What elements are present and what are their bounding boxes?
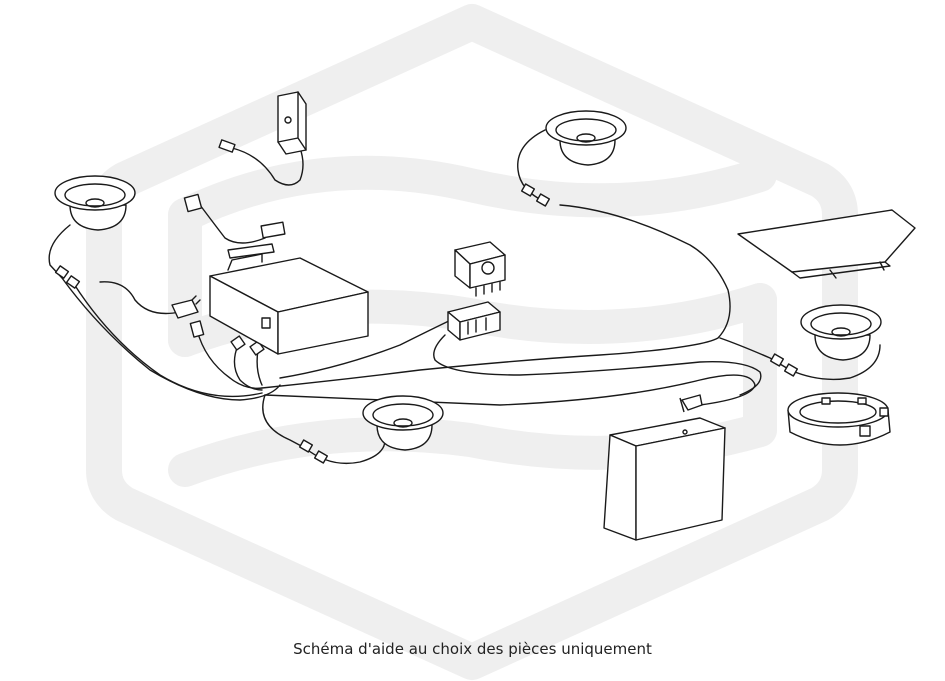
plug-front-2 <box>313 450 329 464</box>
wire-rear-speaker-right <box>719 337 881 381</box>
remote-plug <box>218 139 236 153</box>
antenna-adapter <box>171 295 201 319</box>
plug-left-1 <box>54 265 70 279</box>
head-unit-connector <box>447 241 506 341</box>
speaker-left <box>54 175 136 231</box>
plug-top-2 <box>535 193 551 207</box>
ground-module <box>183 193 286 259</box>
plug-amp-1 <box>189 320 205 338</box>
plug-amp-2 <box>230 335 246 351</box>
wire-ground-module <box>199 204 266 244</box>
wire-remote-module <box>231 147 304 186</box>
plug-right-2 <box>783 363 799 377</box>
wire-amp-bundle-c <box>256 349 263 386</box>
inline-connectors <box>54 183 799 464</box>
remote-module <box>218 91 307 155</box>
watermark-s-top <box>168 155 777 232</box>
speaker-mounting-ring <box>787 392 891 446</box>
speaker-right <box>800 304 882 361</box>
plug-subwoofer <box>679 394 703 413</box>
plug-top-1 <box>520 183 536 197</box>
plug-front-1 <box>298 439 314 453</box>
wire-connector-harness <box>279 317 456 379</box>
shelf-panel <box>737 209 916 279</box>
wire-top-speaker <box>517 129 546 203</box>
plug-left-2 <box>65 275 81 289</box>
wire-left-speaker-b <box>73 283 263 398</box>
amplifier <box>209 253 369 355</box>
wire-radio-connector <box>433 334 762 396</box>
wire-amp-bundle-b <box>233 344 263 391</box>
wire-harness-main <box>261 204 731 389</box>
wire-front-speaker <box>262 394 386 465</box>
wire-left-speaker <box>48 224 281 401</box>
wire-antenna-plug <box>99 281 181 315</box>
diagram-caption: Schéma d'aide au choix des pièces unique… <box>293 640 652 658</box>
plug-right-1 <box>769 353 785 367</box>
speaker-top <box>545 110 627 166</box>
speaker-front <box>362 395 444 451</box>
subwoofer-box <box>603 417 726 541</box>
wiring-harness <box>48 129 881 465</box>
